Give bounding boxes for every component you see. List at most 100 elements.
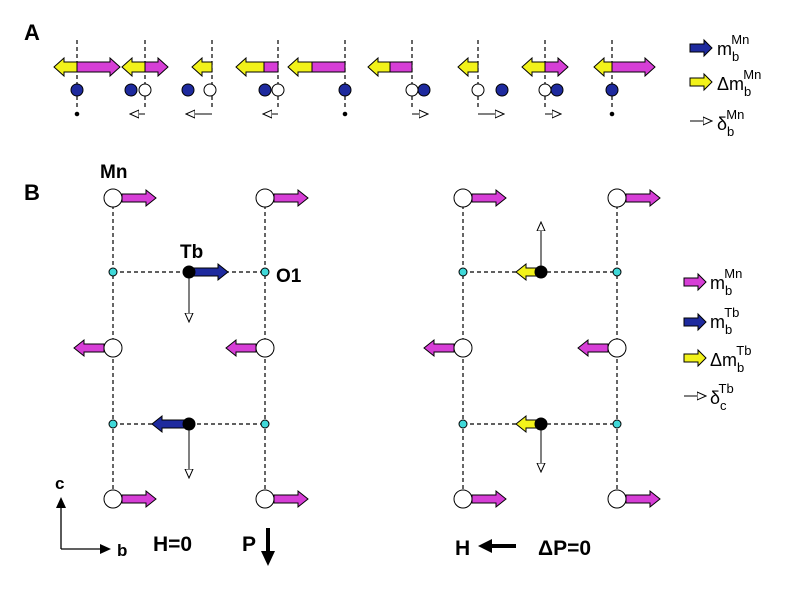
yellow-arrow-icon <box>521 56 546 78</box>
mn-atom <box>607 188 627 208</box>
p-label: P <box>242 533 256 556</box>
magenta-arrow-icon <box>73 338 105 358</box>
p-arrow-icon <box>261 528 275 566</box>
magenta-arrow-icon <box>273 489 309 509</box>
yellow-arrow-icon <box>593 56 613 78</box>
legend-a-1: mbMn <box>717 32 749 64</box>
dot <box>609 111 615 117</box>
o1-atom <box>612 419 622 429</box>
dot <box>342 111 348 117</box>
mn-atom <box>255 489 275 509</box>
magenta-arrow-icon <box>144 56 169 78</box>
c-axis-head-icon <box>56 497 66 508</box>
mn-atom <box>453 338 473 358</box>
mn-atom <box>471 83 485 97</box>
mn-atom <box>453 489 473 509</box>
tb-label: Tb <box>180 242 203 263</box>
o1-atom <box>458 267 468 277</box>
dot <box>74 111 80 117</box>
magenta-arrow-icon <box>389 61 413 73</box>
yellow-arrow-icon <box>457 56 479 78</box>
magenta-arrow-icon <box>76 56 121 78</box>
magenta-arrow-icon <box>611 56 656 78</box>
panel-b-label: B <box>24 180 40 205</box>
magenta-arrow-icon <box>577 338 609 358</box>
tb-atom <box>534 265 548 279</box>
tb-atom <box>182 265 196 279</box>
axis-c-label: c <box>55 474 64 493</box>
o1-atom <box>458 419 468 429</box>
tb-atom <box>534 417 548 431</box>
mn-atom <box>124 83 138 97</box>
mn-atom <box>605 83 619 97</box>
legend-b-4: δcTb <box>710 381 734 413</box>
legend-a-2: ΔmbMn <box>717 67 761 99</box>
legend-b-1: mbMn <box>710 266 742 298</box>
yellow-arrow-icon <box>683 348 707 368</box>
magenta-arrow-icon <box>471 489 507 509</box>
tb-atom <box>182 417 196 431</box>
magenta-arrow-icon <box>273 188 309 208</box>
magenta-arrow-icon <box>625 188 661 208</box>
delta-p-zero-label: ΔP=0 <box>538 537 591 560</box>
magenta-arrow-icon <box>263 61 279 73</box>
o1-atom <box>260 267 270 277</box>
mn-atom <box>495 83 509 97</box>
yellow-arrow-icon <box>53 56 78 78</box>
blue-arrow-icon <box>689 38 713 58</box>
mn-atom <box>417 83 431 97</box>
h-arrow-icon <box>478 539 516 553</box>
axis-b-label: b <box>117 541 127 560</box>
mn-atom <box>203 83 217 97</box>
o1-atom <box>108 419 118 429</box>
o1-atom <box>108 267 118 277</box>
yellow-arrow-icon <box>287 56 313 78</box>
magenta-arrow-icon <box>225 338 257 358</box>
yellow-arrow-icon <box>235 56 265 78</box>
legend-a: mbMn ΔmbMn δbMn <box>689 32 761 139</box>
magenta-arrow-icon <box>544 56 569 78</box>
yellow-arrow-icon <box>689 72 713 92</box>
yellow-arrow-icon <box>367 56 391 78</box>
mn-atom <box>258 83 272 97</box>
mn-atom <box>550 83 564 97</box>
yellow-arrow-icon <box>121 56 146 78</box>
mn-atom <box>70 83 84 97</box>
magenta-arrow-icon <box>121 188 157 208</box>
mn-atom <box>255 188 275 208</box>
panel-a-chain <box>53 40 656 117</box>
mn-atom <box>103 338 123 358</box>
h-zero-label: H=0 <box>153 533 192 556</box>
mn-atom <box>138 83 152 97</box>
mn-atom <box>181 83 195 97</box>
mn-atom <box>338 83 352 97</box>
mn-label: Mn <box>100 162 127 183</box>
mn-atom <box>271 83 285 97</box>
mn-atom <box>405 83 419 97</box>
legend-b-3: ΔmbTb <box>710 343 751 375</box>
magenta-arrow-icon <box>311 61 346 73</box>
mn-atom <box>103 489 123 509</box>
mn-atom <box>453 188 473 208</box>
mn-atom <box>607 489 627 509</box>
magenta-arrow-icon <box>471 188 507 208</box>
magenta-arrow-icon <box>121 489 157 509</box>
o1-atom <box>612 267 622 277</box>
magenta-arrow-icon <box>683 272 707 292</box>
right-cell <box>423 188 661 509</box>
magenta-arrow-icon <box>625 489 661 509</box>
mn-atom <box>538 83 552 97</box>
mn-atom <box>103 188 123 208</box>
left-cell: Mn Tb <box>73 162 309 509</box>
blue-arrow-icon <box>683 312 707 332</box>
magenta-arrow-icon <box>423 338 455 358</box>
h-label: H <box>455 537 470 560</box>
b-axis-head-icon <box>100 544 111 554</box>
o1-atom <box>260 419 270 429</box>
panel-a-label: A <box>24 20 40 45</box>
legend-b: mbMn mbTb ΔmbTb δcTb <box>683 266 751 413</box>
legend-b-2: mbTb <box>710 305 739 337</box>
axes-indicator: c b <box>55 474 127 560</box>
